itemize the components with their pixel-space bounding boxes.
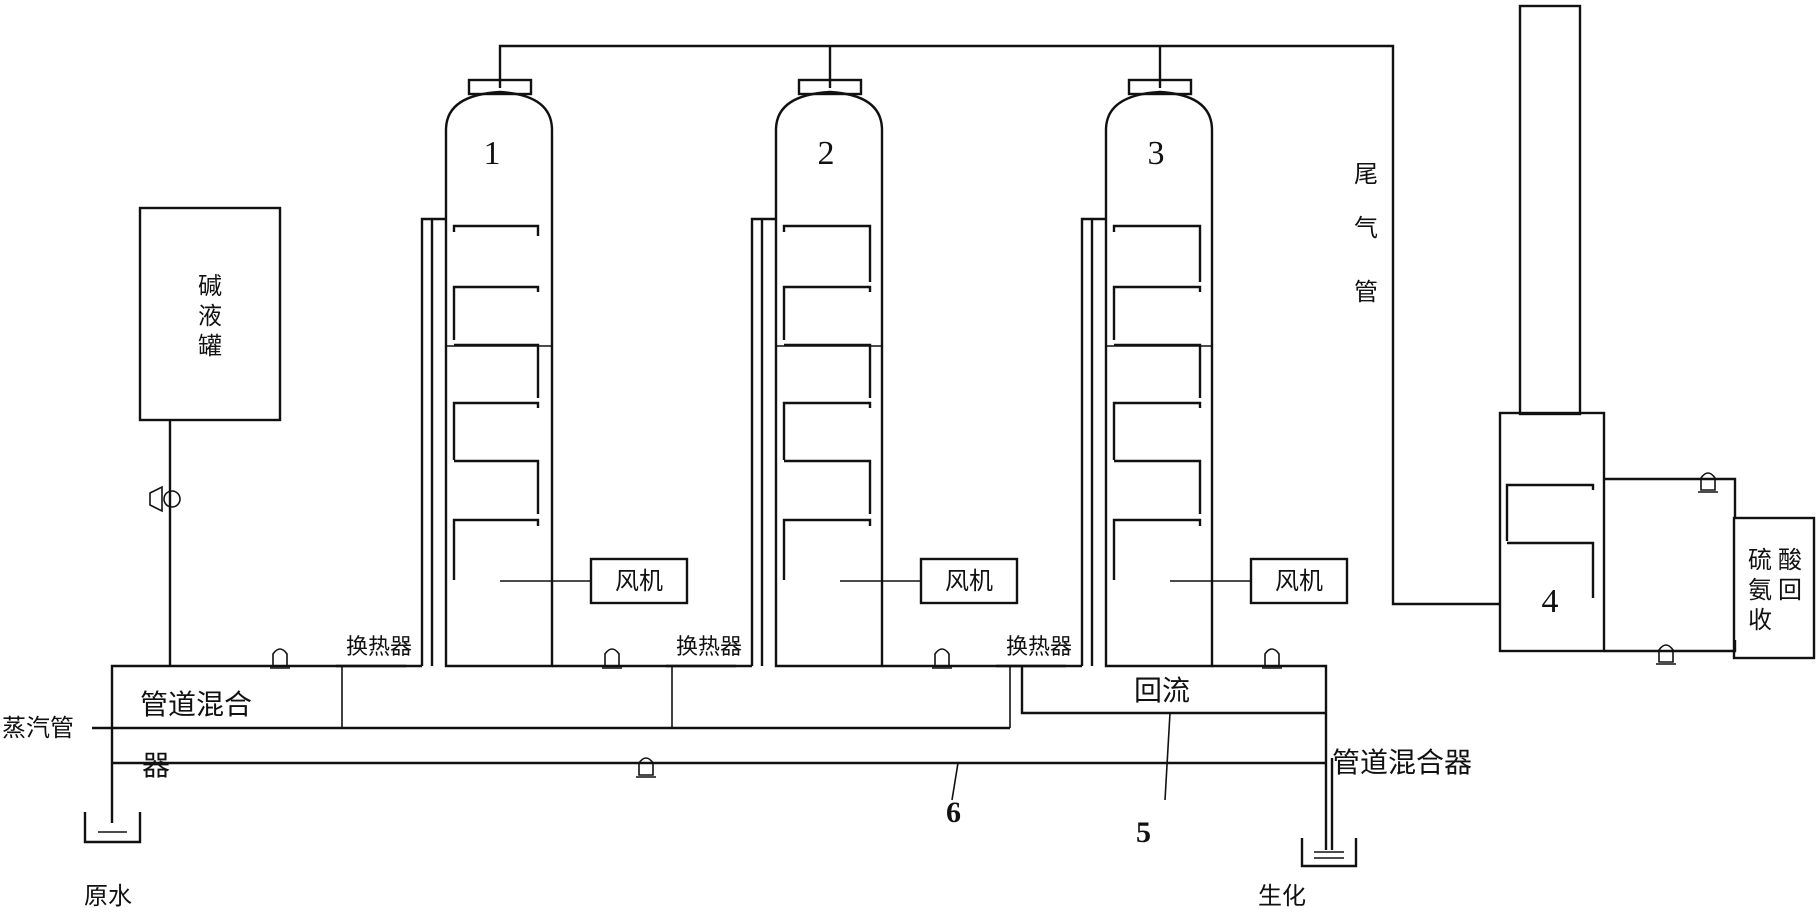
tank-icon	[83, 812, 142, 844]
column-2-number: 2	[818, 135, 835, 172]
column-1-number: 1	[484, 135, 501, 172]
tail-gas-pipe-label-3: 管	[1354, 278, 1378, 306]
steam-pipe-label: 蒸汽管	[2, 714, 74, 742]
recovery-label-5: 收	[1748, 606, 1772, 634]
absorber-number: 4	[1542, 583, 1559, 620]
fan-label-2: 风机	[945, 567, 993, 595]
alkali-tank-label-2: 液	[198, 302, 222, 330]
pump-icon	[602, 648, 622, 669]
biochem-label: 生化	[1258, 882, 1306, 910]
pump-icon	[636, 757, 656, 778]
pipe-mixer-left-label-b: 器	[142, 749, 170, 782]
pump-icon	[1698, 472, 1718, 493]
column-3-number: 3	[1148, 135, 1165, 172]
reflux-label: 回流	[1134, 674, 1190, 707]
recovery-box: 硫 酸 氨 回 收	[1732, 516, 1816, 660]
bottom-pipes	[92, 664, 1334, 850]
column-1: 1 风机	[420, 78, 689, 668]
fan-label-1: 风机	[615, 567, 663, 595]
pipe-mixer-right-label: 管道混合器	[1332, 746, 1472, 779]
pipe-mixer-left-label-a: 管道混合	[140, 688, 252, 721]
tank-icon	[1300, 838, 1358, 868]
recovery-label-3: 氨	[1748, 576, 1772, 604]
fan-label-3: 风机	[1275, 567, 1323, 595]
alkali-tank-label-3: 罐	[198, 332, 222, 360]
column-2: 2 风机	[750, 78, 1019, 668]
alkali-tank: 碱 液 罐	[138, 206, 282, 667]
valve-icon	[149, 485, 181, 513]
absorber-4: 4	[1498, 4, 1737, 653]
column-3: 3 风机	[1080, 78, 1349, 668]
tail-gas-header	[498, 44, 1500, 606]
recovery-label-2: 酸	[1778, 546, 1802, 574]
recovery-label-1: 硫	[1748, 546, 1772, 574]
pump-icon	[270, 648, 290, 669]
heat-exchanger-label-2: 换热器	[676, 635, 742, 660]
tail-gas-pipe-label-2: 气	[1354, 214, 1378, 242]
recovery-label-4: 回	[1778, 576, 1802, 604]
pump-icon	[932, 648, 952, 669]
line-6-label: 6	[946, 796, 961, 829]
tail-gas-pipe-label-1: 尾	[1354, 160, 1378, 188]
heat-exchanger-label-1: 换热器	[346, 635, 412, 660]
raw-water-label: 原水	[84, 882, 132, 910]
heat-exchanger-label-3: 换热器	[1006, 635, 1072, 660]
line-5-label: 5	[1136, 816, 1151, 849]
pump-icon	[1656, 644, 1676, 665]
alkali-tank-label-1: 碱	[198, 272, 222, 300]
pump-icon	[1262, 648, 1282, 669]
